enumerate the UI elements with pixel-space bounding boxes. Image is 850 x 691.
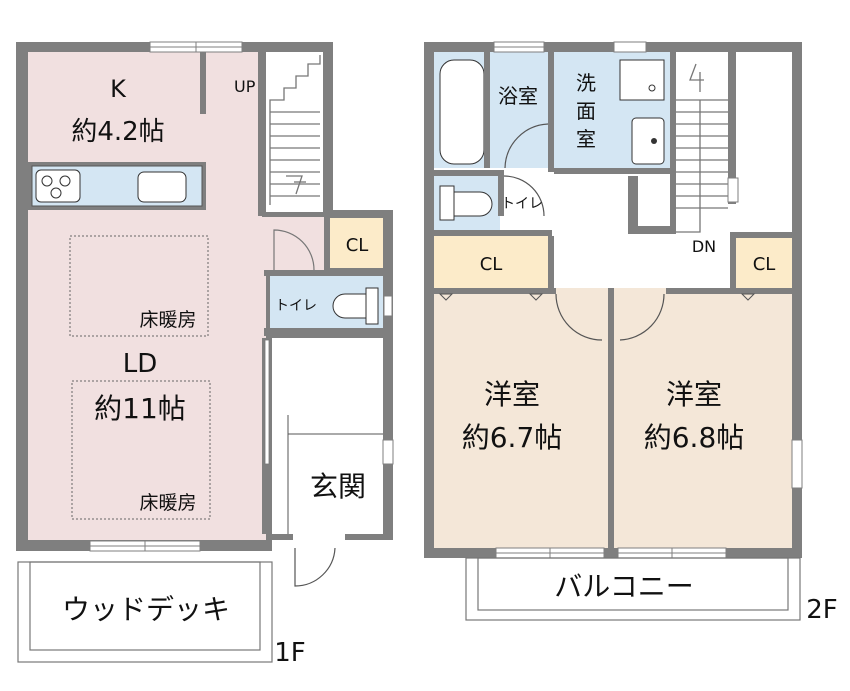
stair-partition — [258, 52, 266, 216]
floor-1-closet-label: CL — [346, 235, 369, 256]
entrance-floor — [272, 338, 383, 534]
stair-window — [727, 177, 739, 203]
floor-heating-zone-1 — [69, 235, 209, 337]
room-2-size: 約6.8帖 — [644, 421, 745, 454]
floor-2-closet-right-label: CL — [753, 254, 776, 275]
floor-heating-label-2: 床暖房 — [139, 492, 196, 514]
toilet-2f-icon — [439, 185, 493, 221]
room-2-door-swing — [619, 293, 665, 341]
entrance-window — [382, 439, 394, 465]
entrance-label: 玄関 — [310, 470, 366, 503]
ld-name: LD — [123, 349, 158, 379]
closet-door-swing — [273, 229, 315, 271]
kitchen-counter — [28, 162, 206, 210]
floor-1-tag: 1F — [274, 638, 306, 668]
closet-door-marks — [438, 293, 756, 301]
floor-2-plan — [424, 41, 803, 621]
washroom-label-3: 室 — [576, 127, 596, 151]
kitchen-size: 約4.2帖 — [71, 117, 164, 147]
dn-label: DN — [692, 237, 716, 256]
floor-1-closet — [330, 218, 383, 268]
floor-1-top-window — [149, 41, 243, 53]
room-1-name: 洋室 — [484, 378, 540, 411]
shoe-cabinet — [264, 339, 270, 465]
floor-1-toilet-label: トイレ — [275, 298, 317, 314]
room-1-door-swing — [555, 293, 603, 341]
washbasin-icon — [631, 117, 665, 165]
balcony — [465, 557, 801, 621]
bath-door-swing — [504, 123, 549, 169]
floor-2-closet-right — [736, 238, 792, 288]
washroom-label-2: 面 — [576, 99, 596, 123]
bathroom-label: 浴室 — [498, 84, 538, 108]
western-room-2 — [614, 294, 792, 548]
floor-2-window-mullions — [494, 46, 726, 558]
floor-2-tag: 2F — [806, 595, 838, 625]
wood-deck — [17, 561, 273, 663]
washroom-label-1: 洗 — [576, 71, 596, 95]
floor-2-toilet-label: トイレ — [501, 196, 543, 212]
ld-size: 約11帖 — [94, 392, 186, 425]
floor-1-bottom-window — [89, 540, 201, 552]
floor-1-stair-lines — [269, 55, 321, 205]
toilet-icon — [332, 287, 379, 325]
washing-machine-icon — [619, 59, 665, 101]
floor-2-closet-left-label: CL — [480, 254, 503, 275]
floor-2-closet-left — [434, 236, 548, 288]
balcony-label: バルコニー — [554, 570, 693, 603]
bathtub-icon — [439, 59, 485, 165]
kitchen-partition — [200, 52, 206, 114]
floor-1-plan — [16, 41, 394, 663]
up-label: UP — [234, 77, 256, 96]
entrance-door-swing — [294, 547, 336, 587]
wood-deck-label: ウッドデッキ — [62, 593, 230, 626]
room-1-size: 約6.7帖 — [462, 421, 563, 454]
floor-heating-label-1: 床暖房 — [139, 309, 196, 331]
floor-1-stairs — [265, 52, 323, 212]
room-2-name: 洋室 — [666, 378, 722, 411]
floor-heating-zone-2 — [71, 380, 211, 520]
sink-icon — [137, 171, 187, 203]
western-room-1 — [434, 294, 608, 548]
toilet-window — [383, 295, 393, 317]
floor-2-stair-lines — [676, 63, 728, 233]
kitchen-name: K — [110, 75, 127, 103]
toilet-2f-door-swing — [503, 175, 545, 217]
